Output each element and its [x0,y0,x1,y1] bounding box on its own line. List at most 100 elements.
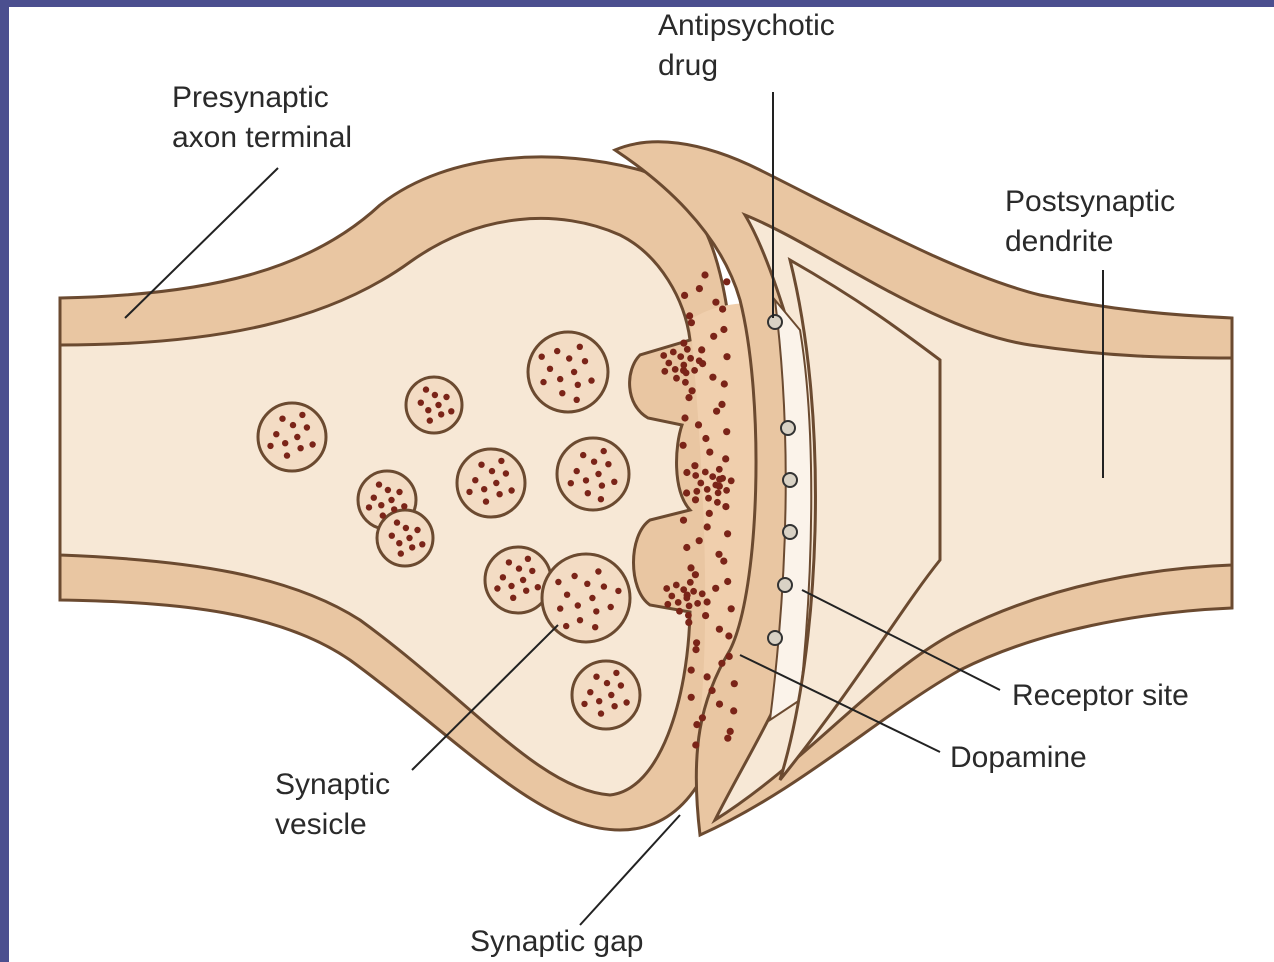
label-postsynaptic-line1: Postsynaptic [1005,182,1175,222]
dopamine-dot [699,714,706,721]
dopamine-dot [705,495,712,502]
dopamine-dot [418,400,424,406]
dopamine-dot [406,535,412,541]
dopamine-dot [670,349,677,356]
dopamine-dot [571,369,577,375]
dopamine-dot [710,333,717,340]
dopamine-dot [730,707,737,714]
dopamine-dot [282,440,288,446]
dopamine-dot [571,573,577,579]
dopamine-dot [680,586,687,593]
dopamine-dot [611,479,617,485]
dopamine-dot [566,355,572,361]
dopamine-dot [709,473,716,480]
dopamine-dot [715,490,722,497]
dopamine-dot [568,480,574,486]
dopamine-dot [496,491,502,497]
dopamine-dot [613,670,619,676]
dopamine-dot [680,517,687,524]
dopamine-dot [688,319,695,326]
dopamine-dot [686,312,693,319]
receptor-site [768,315,782,329]
dopamine-dot [443,394,449,400]
dopamine-dot [702,469,709,476]
dopamine-dot [279,416,285,422]
dopamine-dot [691,462,698,469]
dopamine-dot [294,434,300,440]
dopamine-dot [448,408,454,414]
dopamine-dot [718,401,725,408]
dopamine-dot [683,469,690,476]
dopamine-dot [500,574,506,580]
dopamine-dot [388,497,394,503]
dopamine-dot [692,571,699,578]
receptor-site [783,525,797,539]
dopamine-dot [714,499,721,506]
dopamine-dot [696,357,703,364]
dopamine-dot [472,477,478,483]
dopamine-dot [267,443,273,449]
dopamine-dot [601,448,607,454]
dopamine-dot [709,687,716,694]
label-antipsychotic-drug-line2: drug [658,46,835,86]
dopamine-dot [716,701,723,708]
dopamine-dot [385,487,391,493]
dopamine-dot [555,579,561,585]
dopamine-dot [577,344,583,350]
dopamine-dot [723,487,730,494]
dopamine-dot [731,680,738,687]
dopamine-dot [689,387,696,394]
dopamine-dot [720,558,727,565]
receptor-site [781,421,795,435]
dopamine-dot [378,502,384,508]
dopamine-dot [423,386,429,392]
dopamine-dot [681,414,688,421]
dopamine-dot [598,710,604,716]
dopamine-dot [704,486,711,493]
label-receptor-site: Receptor site [1012,676,1189,716]
dopamine-dot [704,523,711,530]
dopamine-dot [661,368,668,375]
dopamine-dot [577,617,583,623]
label-antipsychotic-drug: Antipsychotic drug [658,6,835,86]
dopamine-dot [713,408,720,415]
dopamine-dot [680,362,687,369]
dopamine-dot [525,556,531,562]
dopamine-dot [685,612,692,619]
dopamine-dot [680,340,687,347]
dopamine-dot [712,299,719,306]
dopamine-dot [595,568,601,574]
dopamine-dot [722,503,729,510]
dopamine-dot [605,461,611,467]
dopamine-dot [580,452,586,458]
dopamine-dot [682,379,689,386]
dopamine-dot [704,673,711,680]
dopamine-dot [540,379,546,385]
dopamine-dot [591,459,597,465]
dopamine-dot [564,592,570,598]
dopamine-dot [694,600,701,607]
dopamine-dot [611,703,617,709]
dopamine-dot [608,604,614,610]
dopamine-dot [508,583,514,589]
dopamine-dot [687,355,694,362]
dopamine-dot [692,646,699,653]
dopamine-dot [376,481,382,487]
dopamine-dot [557,376,563,382]
dopamine-dot [683,370,690,377]
dopamine-dot [706,510,713,517]
dopamine-dot [690,588,697,595]
label-antipsychotic-drug-line1: Antipsychotic [658,6,835,46]
dopamine-dot [693,488,700,495]
dopamine-dot [481,486,487,492]
dopamine-dot [595,471,601,477]
dopamine-dot [563,623,569,629]
dopamine-dot [299,412,305,418]
dopamine-dot [598,496,604,502]
dopamine-dot [696,285,703,292]
dopamine-dot [664,601,671,608]
dopamine-dot [394,519,400,525]
dopamine-dot [575,382,581,388]
dopamine-dot [398,550,404,556]
